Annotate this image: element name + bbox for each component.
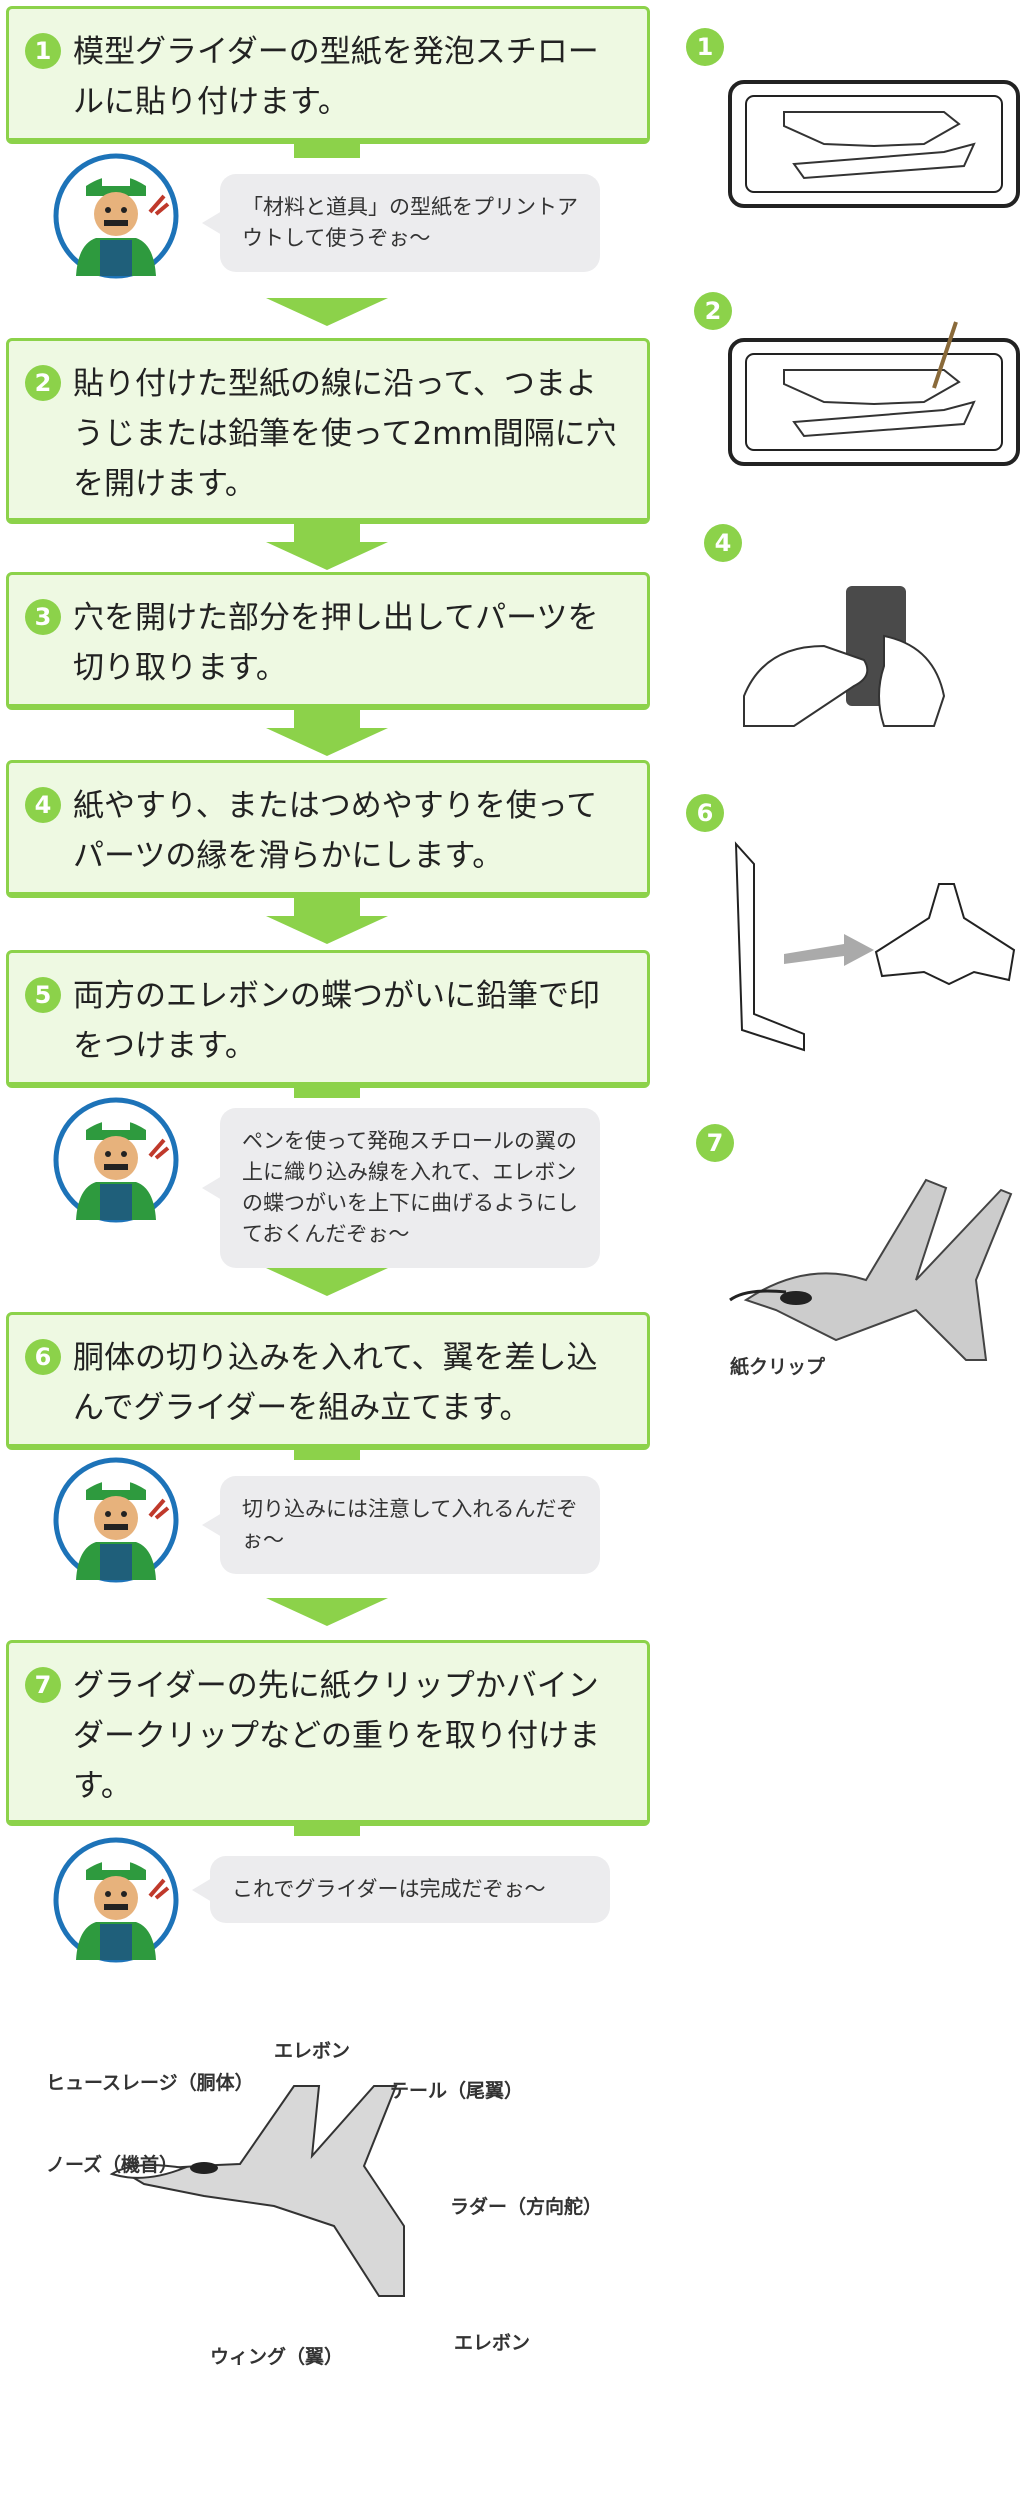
flow-arrow — [266, 542, 388, 570]
figure-number-badge: 4 — [704, 524, 742, 562]
speech-text: 切り込みには注意して入れるんだぞぉ〜 — [242, 1497, 578, 1552]
step-number-badge: 1 — [25, 33, 61, 69]
diagram-label-elevon-bottom: エレボン — [454, 2332, 531, 2354]
step-6: 6 胴体の切り込みを入れて、翼を差し込んでグライダーを組み立てます。 — [6, 1312, 650, 1450]
paper-clip-glider-illustration — [729, 1178, 1013, 1361]
step-number-badge: 7 — [25, 1667, 61, 1703]
diagram-label-tail: テール（尾翼） — [390, 2080, 524, 2102]
speech-text: 「材料と道具」の型紙をプリントアウトして使うぞぉ〜 — [242, 195, 578, 250]
step-1: 1 模型グライダーの型紙を発泡スチロールに貼り付けます。 — [6, 6, 650, 144]
speech-bubble: ペンを使って発砲スチロールの翼の上に織り込み線を入れて、エレボンの蝶つがいを上下… — [202, 1108, 600, 1268]
sanding-illustration — [743, 586, 946, 727]
flow-connector — [294, 1450, 360, 1460]
mascot-avatar — [53, 153, 179, 279]
flow-connector — [294, 710, 360, 728]
flow-connector — [294, 898, 360, 916]
flow-connector — [294, 1088, 360, 1098]
step-number-badge: 2 — [25, 365, 61, 401]
mascot-avatar — [53, 1837, 179, 1963]
mascot-avatar — [53, 1457, 179, 1583]
step-text: グライダーの先に紙クリップかバインダークリップなどの重りを取り付けます。 — [73, 1668, 600, 1804]
mascot-avatar — [53, 1097, 179, 1223]
step-text: 紙やすり、またはつめやすりを使ってパーツの縁を滑らかにします。 — [73, 788, 598, 874]
step-text: 両方のエレボンの蝶つがいに鉛筆で印をつけます。 — [73, 978, 600, 1064]
poking-holes-illustration — [728, 321, 1020, 466]
step-text: 貼り付けた型紙の線に沿って、つまようじまたは鉛筆を使って2mm間隔に穴を開けます… — [73, 366, 617, 502]
speech-bubble: これでグライダーは完成だぞぉ〜 — [192, 1856, 610, 1923]
speech-text: これでグライダーは完成だぞぉ〜 — [232, 1877, 546, 1901]
step-4: 4 紙やすり、またはつめやすりを使ってパーツの縁を滑らかにします。 — [6, 760, 650, 898]
flow-arrow — [266, 1598, 388, 1626]
step-text: 模型グライダーの型紙を発泡スチロールに貼り付けます。 — [73, 34, 599, 120]
flow-arrow — [266, 728, 388, 756]
flow-arrow — [266, 298, 388, 326]
speech-bubble: 切り込みには注意して入れるんだぞぉ〜 — [202, 1476, 600, 1574]
step-number-badge: 4 — [25, 787, 61, 823]
foam-tray-template-illustration — [728, 80, 1020, 208]
flow-connector — [294, 1826, 360, 1836]
diagram-label-rudder: ラダー（方向舵） — [450, 2196, 603, 2218]
figure-number-badge: 6 — [686, 794, 724, 832]
step-7: 7 グライダーの先に紙クリップかバインダークリップなどの重りを取り付けます。 — [6, 1640, 650, 1826]
diagram-label-fuselage: ヒュースレージ（胴体） — [46, 2072, 254, 2094]
flow-connector — [294, 144, 360, 158]
step-number-badge: 3 — [25, 599, 61, 635]
figure-number-badge: 7 — [696, 1124, 734, 1162]
diagram-label-nose: ノーズ（機首） — [46, 2154, 179, 2176]
step-text: 胴体の切り込みを入れて、翼を差し込んでグライダーを組み立てます。 — [73, 1340, 598, 1426]
step-3: 3 穴を開けた部分を押し出してパーツを切り取ります。 — [6, 572, 650, 710]
step-text: 穴を開けた部分を押し出してパーツを切り取ります。 — [73, 600, 599, 686]
step-2: 2 貼り付けた型紙の線に沿って、つまようじまたは鉛筆を使って2mm間隔に穴を開け… — [6, 338, 650, 524]
speech-bubble: 「材料と道具」の型紙をプリントアウトして使うぞぉ〜 — [202, 174, 600, 272]
diagram-label-elevon-top: エレボン — [274, 2040, 351, 2062]
figure-number-badge: 1 — [686, 28, 724, 66]
diagram-label-wing: ウィング（翼） — [210, 2346, 344, 2368]
step-number-badge: 5 — [25, 977, 61, 1013]
flow-arrow — [266, 916, 388, 944]
speech-text: ペンを使って発砲スチロールの翼の上に織り込み線を入れて、エレボンの蝶つがいを上下… — [242, 1129, 578, 1246]
step-5: 5 両方のエレボンの蝶つがいに鉛筆で印をつけます。 — [6, 950, 650, 1088]
figure-number-badge: 2 — [694, 292, 732, 330]
step-number-badge: 6 — [25, 1339, 61, 1375]
paper-clip-label: 紙クリップ — [730, 1356, 826, 1378]
wing-insert-illustration — [734, 841, 1016, 1052]
glider-parts-diagram — [109, 2085, 405, 2297]
flow-connector — [294, 524, 360, 542]
flow-arrow — [266, 1268, 388, 1296]
